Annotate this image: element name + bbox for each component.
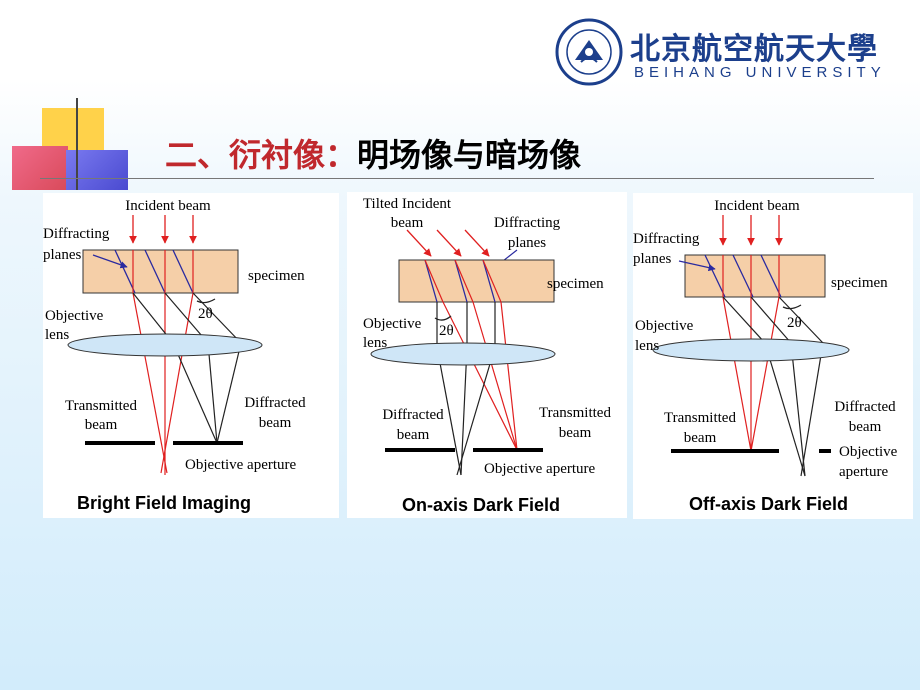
angle-label: 2θ [439, 323, 454, 339]
university-seal-icon [555, 18, 623, 86]
angle-arc [782, 304, 802, 310]
objective-lens [652, 338, 850, 362]
specimen-box [82, 249, 239, 294]
diffracted-beam-label: beam [259, 415, 292, 431]
off-axis-dark-field-diagram: Incident beam Diffracting planes specime… [633, 198, 898, 514]
incident-beams [406, 229, 490, 257]
transmitted-label: Transmitted [664, 410, 736, 426]
diffracted-beam-label: beam [849, 419, 882, 435]
planes-label: planes [508, 235, 546, 251]
diffracting-planes [114, 249, 194, 294]
panel-caption: Off-axis Dark Field [689, 494, 848, 514]
lens-label: lens [363, 335, 387, 351]
university-name-cn: 北京航空航天大學 [630, 32, 878, 67]
transmitted-beam-label: beam [559, 425, 592, 441]
incident-beam-label: Incident beam [714, 198, 800, 214]
aperture-label: Objective aperture [484, 461, 596, 477]
angle-arc [196, 298, 216, 304]
transmitted-rays [722, 255, 780, 452]
diffracting-label: Diffracting [494, 215, 561, 231]
angle-label: 2θ [787, 315, 802, 331]
transmitted-beam-label: beam [85, 417, 118, 433]
objective-label: Objective [635, 318, 694, 334]
bright-field-diagram: Incident beam Diffracting planes specime… [43, 198, 306, 513]
objective-label: Objective [363, 316, 422, 332]
diffracted-rays [132, 292, 242, 444]
planes-label: planes [633, 251, 671, 267]
diffracting-planes [424, 259, 496, 303]
diffracted-rays [436, 302, 496, 476]
diffracting-label: Diffracting [43, 226, 110, 242]
transmitted-label: Transmitted [65, 398, 137, 414]
transmitted-rays [132, 250, 194, 475]
aperture-label: Objective [839, 444, 898, 460]
panel-off-axis-dark-field: Incident beam Diffracting planes specime… [633, 193, 913, 519]
incident-beams [129, 215, 197, 244]
specimen-label: specimen [547, 276, 604, 292]
planes-pointer [678, 260, 716, 272]
university-name-en: BEIHANG UNIVERSITY [634, 64, 886, 81]
transmitted-rays [424, 259, 518, 451]
panel-on-axis-dark-field: Tilted Incident beam Diffracting planes … [347, 192, 627, 518]
specimen-label: specimen [248, 268, 305, 284]
objective-lens [67, 333, 263, 357]
transmitted-label: Transmitted [539, 405, 611, 421]
decor-horizontal-line [40, 178, 874, 179]
angle-arc [434, 315, 452, 321]
incident-beam-label-2: beam [391, 215, 424, 231]
transmitted-beam-label: beam [684, 430, 717, 446]
decor-red-square [12, 146, 68, 190]
diffracted-label: Diffracted [382, 407, 444, 423]
aperture-label: Objective aperture [185, 457, 297, 473]
panel-bright-field: Incident beam Diffracting planes specime… [43, 193, 339, 518]
diffracted-rays [722, 296, 824, 477]
specimen-label: specimen [831, 275, 888, 291]
incident-beam-label: Incident beam [125, 198, 211, 214]
incident-beam-label: Tilted Incident [363, 196, 452, 212]
lens-label: lens [45, 327, 69, 343]
panel-caption: Bright Field Imaging [77, 493, 251, 513]
panel-caption: On-axis Dark Field [402, 495, 560, 515]
page-title-section: 二、衍衬像： [165, 136, 358, 174]
decor-vertical-line [76, 98, 78, 190]
lens-label: lens [635, 338, 659, 354]
specimen-box [398, 259, 555, 303]
diffracted-label: Diffracted [244, 395, 306, 411]
aperture-label-2: aperture [839, 464, 888, 480]
objective-lens [370, 342, 556, 366]
objective-label: Objective [45, 308, 104, 324]
angle-label: 2θ [198, 306, 213, 322]
page-title-topic: 明场像与暗场像 [357, 136, 582, 174]
diffracting-planes [704, 254, 782, 298]
incident-beams [719, 215, 783, 246]
specimen-box [684, 254, 826, 298]
diffracted-beam-label: beam [397, 427, 430, 443]
diffracting-label: Diffracting [633, 231, 700, 247]
diffracted-label: Diffracted [834, 399, 896, 415]
page-title: 二、衍衬像：明场像与暗场像 [165, 130, 581, 176]
planes-label: planes [43, 247, 81, 263]
on-axis-dark-field-diagram: Tilted Incident beam Diffracting planes … [363, 196, 612, 515]
